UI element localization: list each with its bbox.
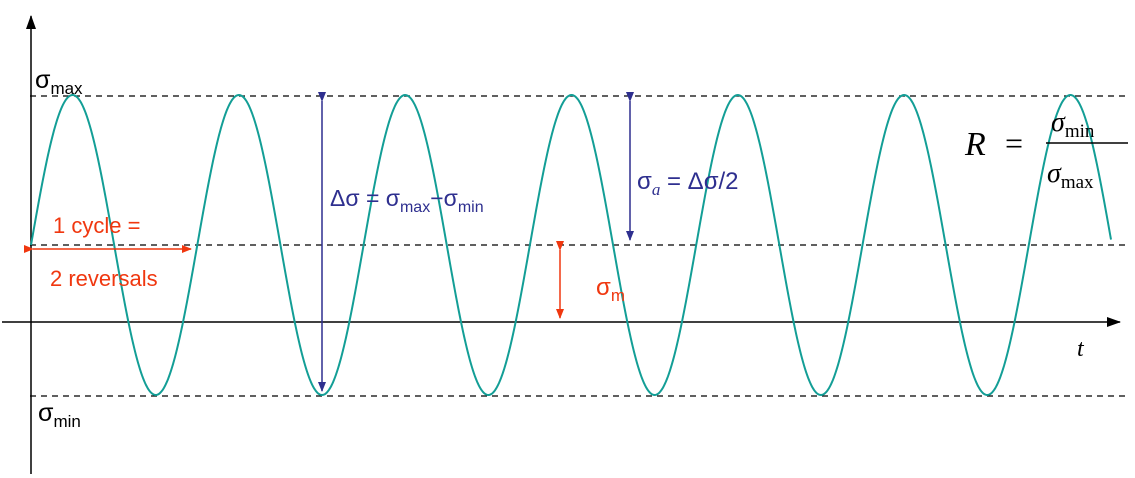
sigma-max-label: σmax [35, 66, 83, 98]
delta-sigma-label: Δσ = σmax−σmin [330, 185, 484, 216]
formula-numerator: σmin [1051, 107, 1095, 142]
sigma-a-label: σa = Δσ/2 [637, 168, 739, 199]
cycle-label-line1: 1 cycle = [53, 213, 140, 238]
t-axis-label: t [1077, 336, 1085, 362]
cycle-label-line2: 2 reversals [50, 266, 158, 291]
stress-ratio-formula: R = σmin σmax [964, 107, 1128, 193]
sigma-m-label: σm [596, 274, 625, 305]
formula-denominator: σmax [1047, 158, 1094, 193]
formula-equals: = [1005, 125, 1023, 161]
formula-r: R [964, 126, 986, 163]
stress-wave-curve [30, 93, 1112, 397]
sigma-min-label: σmin [38, 399, 81, 431]
